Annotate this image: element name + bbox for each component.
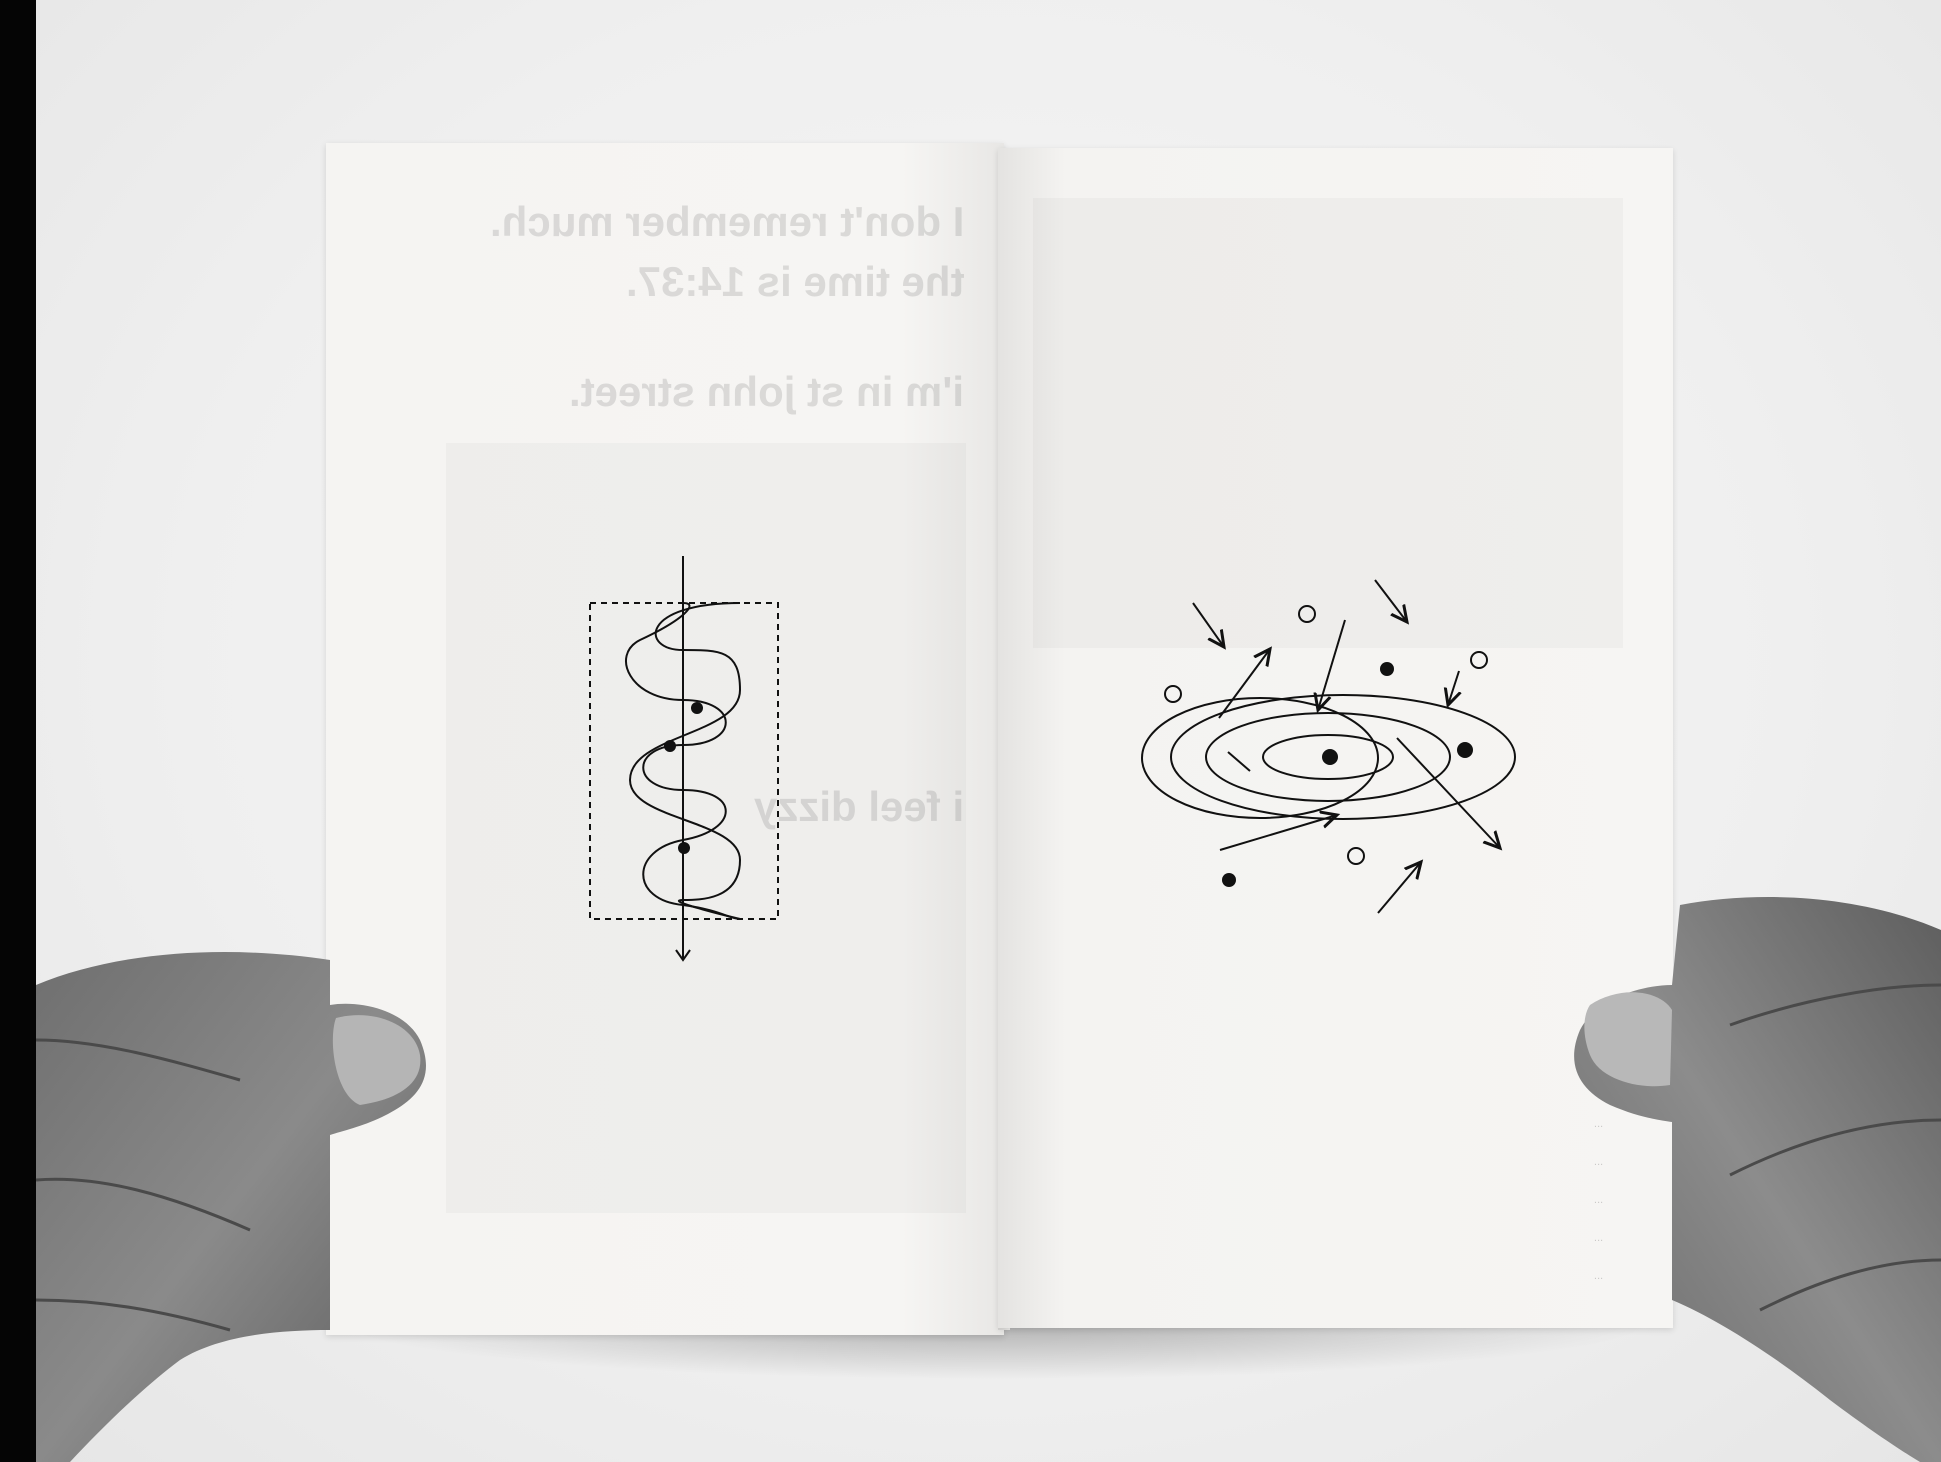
- right-hand: [0, 0, 1941, 1462]
- photo-scene: I don't remember much. the time is 14:37…: [0, 0, 1941, 1462]
